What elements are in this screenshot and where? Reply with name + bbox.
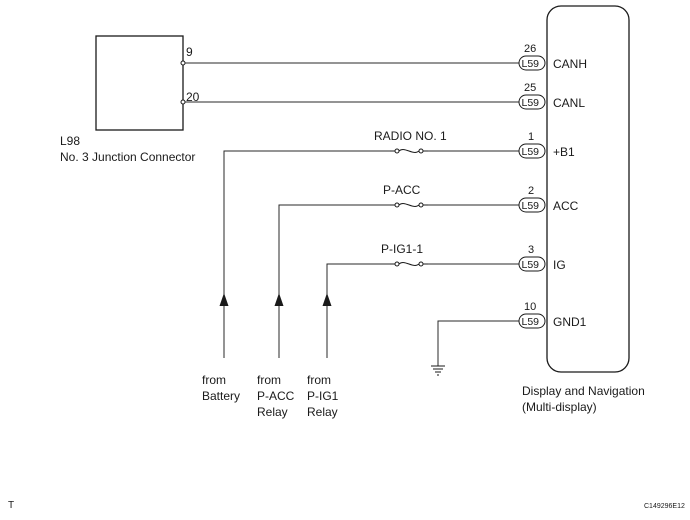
wire-p-ig1	[326, 263, 390, 358]
terminal-connector-code: L59	[522, 58, 540, 70]
arrow-up-icon	[274, 293, 284, 306]
terminal-ig: 3 L59 IG	[518, 244, 566, 272]
terminal-gnd1: 10 L59 GND1	[518, 301, 587, 329]
fuse-radio-icon	[390, 148, 428, 154]
wire-gnd1	[437, 320, 519, 366]
junction-code: L98	[60, 134, 80, 148]
junction-name: No. 3 Junction Connector	[60, 150, 195, 164]
arrow-up-icon	[219, 293, 229, 306]
source-p-acc-line2: P-ACC	[257, 389, 295, 403]
source-p-ig1-line3: Relay	[307, 405, 338, 419]
terminal-b1: 1 L59 +B1	[518, 131, 575, 159]
wire-p-acc	[278, 204, 390, 358]
fuse-p-ig1-icon	[390, 261, 428, 267]
source-p-acc-line1: from	[257, 373, 281, 387]
terminal-canl: 25 L59 CANL	[518, 82, 585, 110]
display-name-line1: Display and Navigation	[522, 384, 645, 398]
footer-left-mark: T	[8, 500, 14, 511]
terminal-signal-name: CANH	[553, 57, 587, 71]
terminal-connector-code: L59	[522, 146, 540, 158]
source-p-ig1-line2: P-IG1	[307, 389, 339, 403]
terminal-signal-name: +B1	[553, 145, 575, 159]
wire-battery	[223, 150, 390, 358]
terminal-pin-number: 25	[524, 82, 536, 94]
terminal-connector-code: L59	[522, 259, 540, 271]
terminal-connector-code: L59	[522, 316, 540, 328]
junction-terminal-9	[180, 60, 186, 66]
junction-pin-20: 20	[186, 90, 200, 104]
display-navigation-unit	[546, 5, 630, 373]
terminal-pin-number: 1	[528, 131, 534, 143]
terminal-signal-name: IG	[553, 258, 566, 272]
terminal-signal-name: GND1	[553, 315, 587, 329]
terminal-signal-name: CANL	[553, 96, 585, 110]
fuse-label-p-ig1: P-IG1-1	[381, 242, 423, 256]
terminal-canh: 26 L59 CANH	[518, 43, 587, 71]
display-name-line2: (Multi-display)	[522, 400, 597, 414]
source-battery-line2: Battery	[202, 389, 240, 403]
ground-icon	[431, 365, 445, 376]
source-battery-line1: from	[202, 373, 226, 387]
terminal-pin-number: 2	[528, 185, 534, 197]
terminal-pin-number: 26	[524, 43, 536, 55]
terminal-acc: 2 L59 ACC	[518, 185, 579, 213]
terminal-connector-code: L59	[522, 200, 540, 212]
source-p-ig1-line1: from	[307, 373, 331, 387]
junction-terminal-20	[180, 99, 186, 105]
terminal-connector-code: L59	[522, 97, 540, 109]
source-p-acc-line3: Relay	[257, 405, 288, 419]
figure-code: C149296E12	[644, 503, 685, 510]
junction-connector-box	[95, 35, 184, 131]
fuse-p-acc-icon	[390, 202, 428, 208]
terminal-pin-number: 10	[524, 301, 536, 313]
terminal-signal-name: ACC	[553, 199, 579, 213]
terminal-pin-number: 3	[528, 244, 534, 256]
fuse-label-radio: RADIO NO. 1	[374, 129, 447, 143]
fuse-label-p-acc: P-ACC	[383, 183, 421, 197]
arrow-up-icon	[322, 293, 332, 306]
junction-pin-9: 9	[186, 45, 193, 59]
